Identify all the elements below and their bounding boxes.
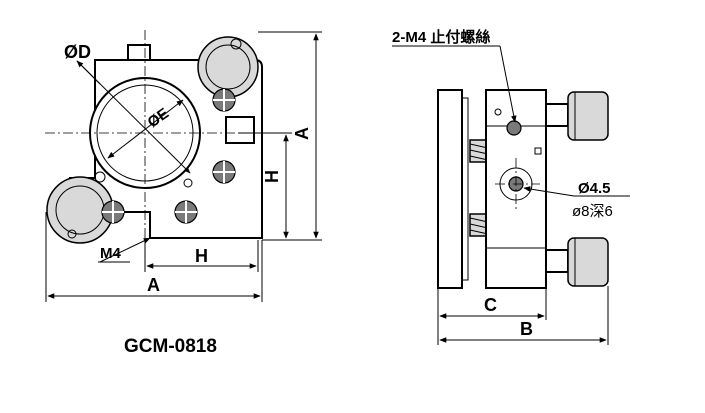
m4-leader <box>99 237 151 263</box>
dim-a-horizontal-label: A <box>147 275 160 295</box>
side-front-plate <box>437 89 463 289</box>
screw-4 <box>174 200 198 224</box>
dim-a-vertical-label: A <box>292 127 312 140</box>
front-view: ØD ØE A H M4 H A GCM-0818 <box>45 30 322 357</box>
knob-top-right <box>197 36 259 98</box>
knob-top-right-inner <box>205 44 251 90</box>
knob-bottom-left-pin <box>94 171 106 183</box>
side-top-stem <box>545 103 569 127</box>
side-bottom-stem <box>545 249 569 273</box>
side-top-knob <box>567 91 609 141</box>
screw-callout-label: 2-M4 止付螺絲 <box>392 28 490 46</box>
screw-2 <box>212 160 236 184</box>
dia-e-leader <box>107 99 184 159</box>
dim-h-vertical-label: H <box>262 170 282 183</box>
hole-callout-leader <box>523 186 575 197</box>
dia-d-label: ØD <box>64 42 91 62</box>
hole-dia-label: Ø4.5 <box>578 180 611 197</box>
knob-bottom-left-pin2 <box>67 229 77 239</box>
screw-callout-leader <box>499 45 517 123</box>
side-view: 2-M4 止付螺絲 Ø4.5 ø8深6 C B <box>392 28 630 345</box>
front-side-clamp <box>225 116 255 144</box>
hole-cb-label: ø8深6 <box>572 203 613 220</box>
m4-label: M4 <box>100 245 121 262</box>
dim-h-horizontal-label: H <box>195 246 208 266</box>
screw-3 <box>101 200 125 224</box>
knob-top-right-pin <box>230 38 242 50</box>
set-screw-hole <box>506 120 522 136</box>
side-bottom-knob <box>567 237 609 287</box>
spring-top <box>469 139 489 163</box>
dim-c-label: C <box>484 295 497 315</box>
front-small-pin <box>183 178 193 188</box>
model-name: GCM-0818 <box>124 336 217 357</box>
dim-b-label: B <box>520 319 533 339</box>
